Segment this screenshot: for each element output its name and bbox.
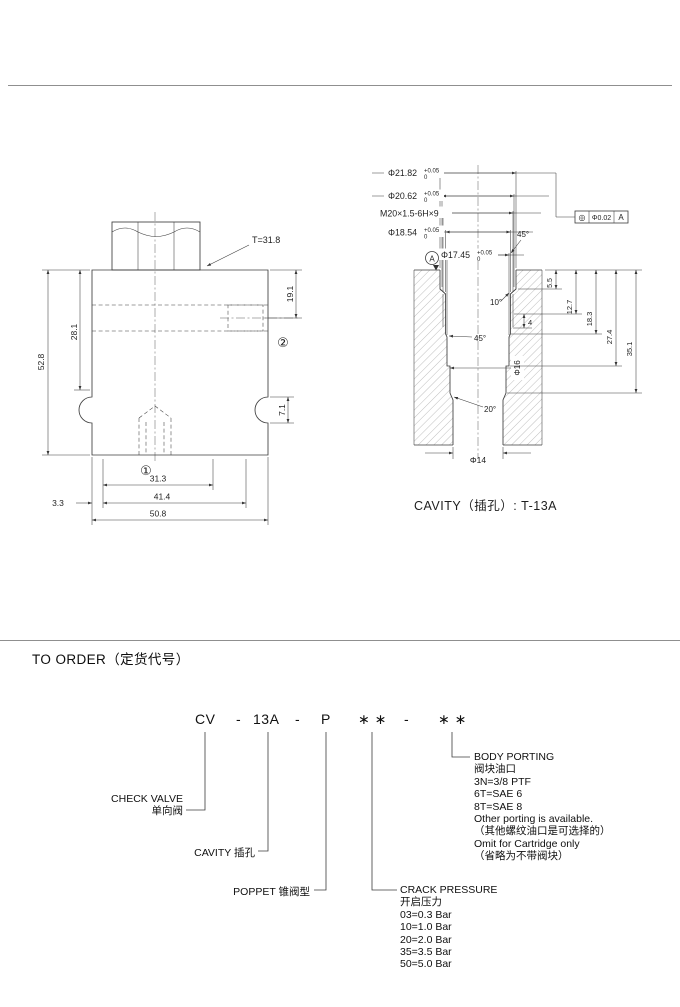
center-hole-hidden (138, 405, 172, 455)
connector-cavity (258, 732, 269, 852)
code-poppet: P (321, 711, 331, 727)
datum-label: A (429, 255, 435, 264)
dia-18-54: Φ18.54 (388, 228, 417, 238)
order-title: TO ORDER（定货代号） (32, 652, 190, 667)
crack-pressure-option: 50=5.0 Bar (400, 958, 452, 971)
cross-port-hidden (92, 304, 298, 332)
body-porting-title: BODY PORTING (474, 751, 555, 763)
dia-20-62-tol-dn: 0 (424, 198, 428, 204)
angle-cone: 20° (484, 405, 496, 414)
cavity-caption: CAVITY（插孔）: T-13A (414, 499, 557, 513)
angle-top: 45° (517, 230, 529, 239)
order-code-connectors (186, 732, 470, 891)
valve-body-outline (78, 269, 269, 456)
dim-offset: 3.3 (52, 498, 64, 508)
dim-port-x: 41.4 (154, 492, 171, 502)
tolerance-frame: ◎ Φ0.02 A (555, 173, 629, 224)
dia-20-62-tol-up: +0.05 (424, 192, 440, 198)
code-dash-3: - (404, 711, 410, 727)
dia-14-dim: Φ14 (425, 447, 531, 465)
datum-marker: A (425, 251, 439, 271)
check-valve-label: CHECK VALVE 单向阀 (80, 793, 183, 818)
dia-16: Φ16 (513, 360, 522, 376)
callout-1: ① (140, 463, 152, 478)
crack-pressure-subtitle: 开启压力 (400, 896, 442, 909)
depth-18-3: 18.3 (585, 312, 594, 327)
body-porting-option: 8T=SAE 8 (474, 800, 523, 813)
dia-17-45-tol-up: +0.05 (477, 251, 493, 257)
body-porting-note: Other porting is available. (474, 813, 594, 826)
code-model: CV (195, 711, 216, 727)
connector-body-porting (451, 732, 470, 758)
dia-20-62: Φ20.62 (388, 191, 417, 201)
code-cavity: 13A (253, 711, 280, 727)
body-porting-option: 3N=3/8 PTF (474, 775, 531, 788)
hex-nut (111, 221, 201, 271)
code-dash-2: - (295, 711, 301, 727)
body-porting-note: （省略为不带阀块） (474, 850, 569, 863)
header-divider (8, 85, 672, 86)
crack-pressure-option: 20=2.0 Bar (400, 933, 452, 946)
depth-35-1: 35.1 (625, 342, 634, 357)
crack-pressure-block: CRACK PRESSURE 开启压力 03=0.3 Bar 10=1.0 Ba… (400, 884, 497, 971)
cavity-extension-lines (439, 171, 517, 335)
check-valve-en: CHECK VALVE (111, 793, 183, 805)
crack-pressure-option: 10=1.0 Bar (400, 921, 452, 934)
code-body-porting-stars: ∗ ∗ (438, 711, 467, 727)
gdt-symbol: ◎ (579, 213, 586, 222)
body-porting-option: 6T=SAE 6 (474, 788, 523, 801)
angle-entry: 10° (490, 298, 502, 307)
depth-27-4: 27.4 (605, 330, 614, 345)
section-divider (0, 640, 680, 641)
connector-poppet (314, 732, 327, 891)
valve-dimensions: 52.8 28.1 19.1 7.1 T=31.8 (36, 235, 302, 525)
dim-width: 50.8 (150, 509, 167, 519)
gdt-tolerance: Φ0.02 (592, 215, 611, 222)
thread-spec: M20×1.5-6H×9 (380, 209, 439, 219)
cavity-diameter-dims: Φ21.82 +0.05 0 Φ20.62 +0.05 0 M20×1.5-6H… (372, 166, 556, 263)
code-crack-pressure-stars: ∗ ∗ (358, 711, 387, 727)
dia-21-82: Φ21.82 (388, 168, 417, 178)
dim-4: 4 (528, 318, 532, 327)
dia-21-82-tol-dn: 0 (424, 175, 428, 181)
body-porting-note: Omit for Cartridge only (474, 837, 580, 850)
crack-pressure-title: CRACK PRESSURE (400, 884, 498, 896)
valve-front-view: 52.8 28.1 19.1 7.1 T=31.8 (36, 212, 302, 525)
dia-18-54-tol-up: +0.05 (424, 228, 440, 234)
depth-12-7: 12.7 (565, 300, 574, 315)
connector-crack-pressure (371, 732, 397, 891)
cavity-depth-dims: 5.5 12.7 18.3 27.4 35.1 (507, 269, 642, 394)
depth-5-5: 5.5 (547, 278, 554, 288)
dim-mid: 31.3 (150, 474, 167, 484)
dim-notch: 7.1 (277, 404, 287, 416)
dim-upper: 28.1 (69, 323, 79, 340)
check-valve-cn: 单向阀 (151, 805, 184, 818)
dia-14: Φ14 (470, 455, 487, 465)
crack-pressure-option: 35=3.5 Bar (400, 946, 452, 959)
body-porting-block: BODY PORTING 阀块油口 3N=3/8 PTF 6T=SAE 6 8T… (474, 751, 611, 863)
cavity-code-label: CAVITY 插孔 (194, 847, 255, 859)
dim-port-depth: 19.1 (285, 285, 295, 302)
technical-drawing-canvas: 52.8 28.1 19.1 7.1 T=31.8 (36, 165, 642, 525)
poppet-code-label: POPPET 锥阀型 (233, 886, 310, 898)
dim-height: 52.8 (36, 353, 46, 370)
angle-seat: 45° (474, 334, 486, 343)
cavity-section-view: Φ21.82 +0.05 0 Φ20.62 +0.05 0 M20×1.5-6H… (372, 165, 642, 513)
crack-pressure-option: 03=0.3 Bar (400, 908, 452, 921)
connector-model (186, 732, 206, 811)
body-porting-note: （其他螺纹油口是可选择的） (474, 825, 611, 838)
dia-21-82-tol-up: +0.05 (424, 169, 440, 175)
dia-17-45: Φ17.45 (441, 250, 470, 260)
dia-17-45-tol-dn: 0 (477, 257, 481, 263)
code-dash-1: - (236, 711, 242, 727)
cavity-annotations: 45° 10° 4 45° 20° Φ16 (448, 230, 532, 414)
gdt-datum: A (618, 213, 624, 222)
body-porting-subtitle: 阀块油口 (474, 763, 516, 776)
torque-label: T=31.8 (252, 235, 280, 245)
dia-18-54-tol-dn: 0 (424, 235, 428, 241)
callout-2: ② (277, 335, 289, 350)
